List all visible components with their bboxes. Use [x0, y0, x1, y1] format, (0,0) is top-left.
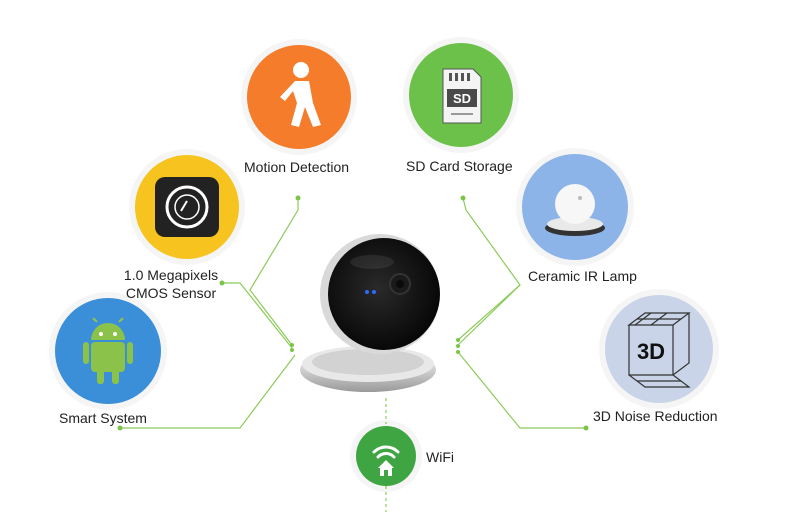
- sd-card-icon: SD: [409, 43, 513, 147]
- megapixel-label-line2: CMOS Sensor: [125, 285, 217, 301]
- 3d-cube-icon: 3D: [605, 295, 713, 403]
- 3d-noise-reduction-label: 3D Noise Reduction: [593, 408, 718, 424]
- megapixel-label-line1: 1.0 Megapixels: [123, 267, 219, 283]
- ir-lamp-icon: [522, 154, 628, 260]
- sd-card-storage-label: SD Card Storage: [406, 158, 513, 174]
- camera-lens-icon: [135, 155, 239, 259]
- camera-product-image: [300, 234, 440, 392]
- 3d-badge: 3D: [637, 339, 665, 364]
- wifi-home-icon: [356, 426, 416, 486]
- wifi-label: WiFi: [426, 449, 454, 465]
- ceramic-ir-lamp-label: Ceramic IR Lamp: [528, 268, 637, 284]
- android-robot-icon: [55, 298, 161, 404]
- smart-system-label: Smart System: [59, 410, 147, 426]
- sd-badge: SD: [453, 91, 471, 106]
- motion-detection-label: Motion Detection: [244, 159, 350, 175]
- walking-person-icon: [247, 45, 351, 149]
